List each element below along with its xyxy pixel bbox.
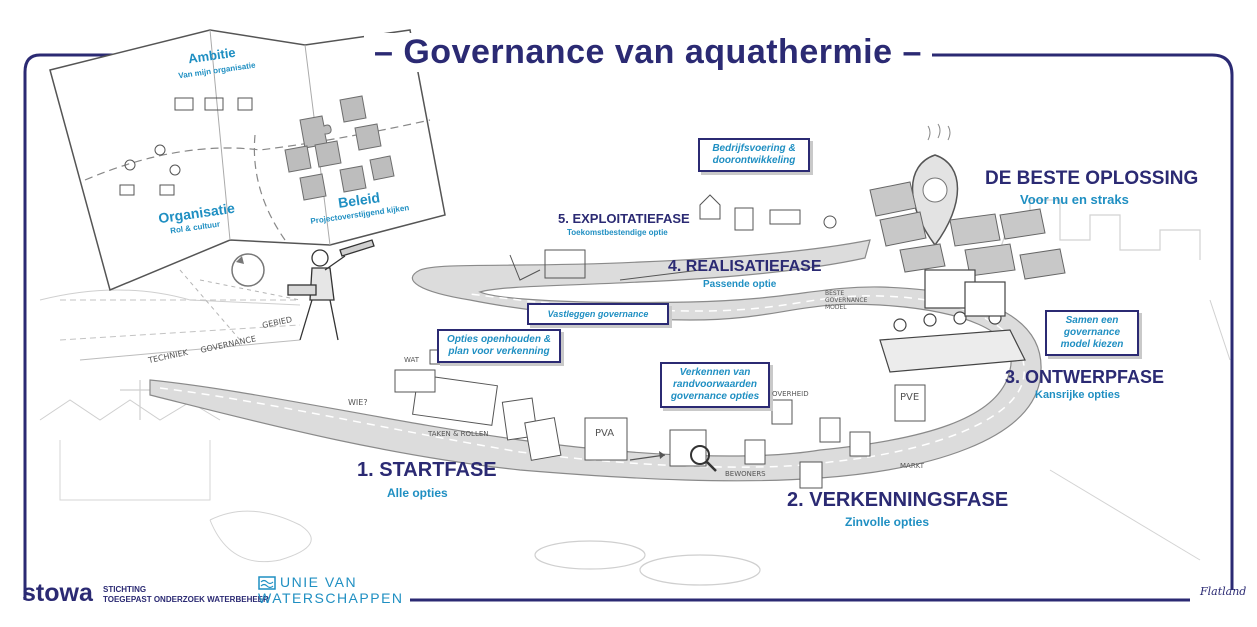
callout-verkennen: Verkennen van randvoorwaarden governance… [660, 362, 770, 408]
stowa-logo: stowa [22, 579, 93, 607]
phase-4-sub: Passende optie [703, 279, 777, 290]
uvw-logo: UNIE VAN WATERSCHAPPEN [258, 574, 404, 606]
phase-1-sub: Alle opties [387, 486, 448, 500]
goal-subtitle: Voor nu en straks [1020, 192, 1129, 207]
sketch-taken: TAKEN & ROLLEN [428, 430, 489, 438]
flatland-signature: Flatland [1200, 585, 1247, 598]
sketch-pve: PVE [900, 392, 920, 403]
callout-opties-openhouden: Opties openhouden & plan voor verkenning [437, 329, 561, 363]
title-dash-left: – [374, 33, 404, 71]
stowa-subtitle: STICHTING TOEGEPAST ONDERZOEK WATERBEHEE… [103, 585, 269, 605]
phase-3-label: 3. ONTWERPFASE [1005, 367, 1165, 387]
phase-3-sub: Kansrijke opties [1035, 389, 1120, 401]
goal-title: DE BESTE OPLOSSING [985, 168, 1199, 189]
sketch-wat: WAT [404, 356, 420, 364]
uvw-line-1: UNIE VAN [280, 574, 358, 590]
uvw-line-2: WATERSCHAPPEN [258, 590, 404, 606]
title-text: Governance van aquathermie [403, 33, 893, 71]
sketch-pva: PVA [595, 428, 615, 439]
stowa-line-1: STICHTING [103, 585, 147, 594]
phase-4-label: 4. REALISATIEFASE [668, 258, 822, 275]
title-dash-right: – [892, 33, 922, 71]
sketch-bewoners: BEWONERS [725, 470, 766, 478]
sketch-markt: MARKT [900, 462, 925, 470]
uvw-wave-icon [258, 576, 276, 590]
page-title: – Governance van aquathermie – [364, 33, 932, 72]
sketch-wie: WIE? [348, 398, 368, 407]
phase-5-sub: Toekomstbestendige optie [567, 228, 668, 237]
sketch-model: BESTE GOVERNANCE MODEL [825, 290, 868, 311]
phase-2-label: 2. VERKENNINGSFASE [787, 489, 1009, 511]
callout-bedrijfsvoering: Bedrijfsvoering & doorontwikkeling [698, 138, 810, 172]
callout-vastleggen: Vastleggen governance [527, 303, 669, 325]
phase-5-label: 5. EXPLOITATIEFASE [558, 211, 690, 226]
sketch-overheid: OVERHEID [772, 390, 809, 398]
callout-samen-model: Samen een governance model kiezen [1045, 310, 1139, 356]
stowa-line-2: TOEGEPAST ONDERZOEK WATERBEHEER [103, 595, 269, 604]
phase-1-label: 1. STARTFASE [357, 459, 497, 481]
phase-2-sub: Zinvolle opties [845, 515, 930, 529]
